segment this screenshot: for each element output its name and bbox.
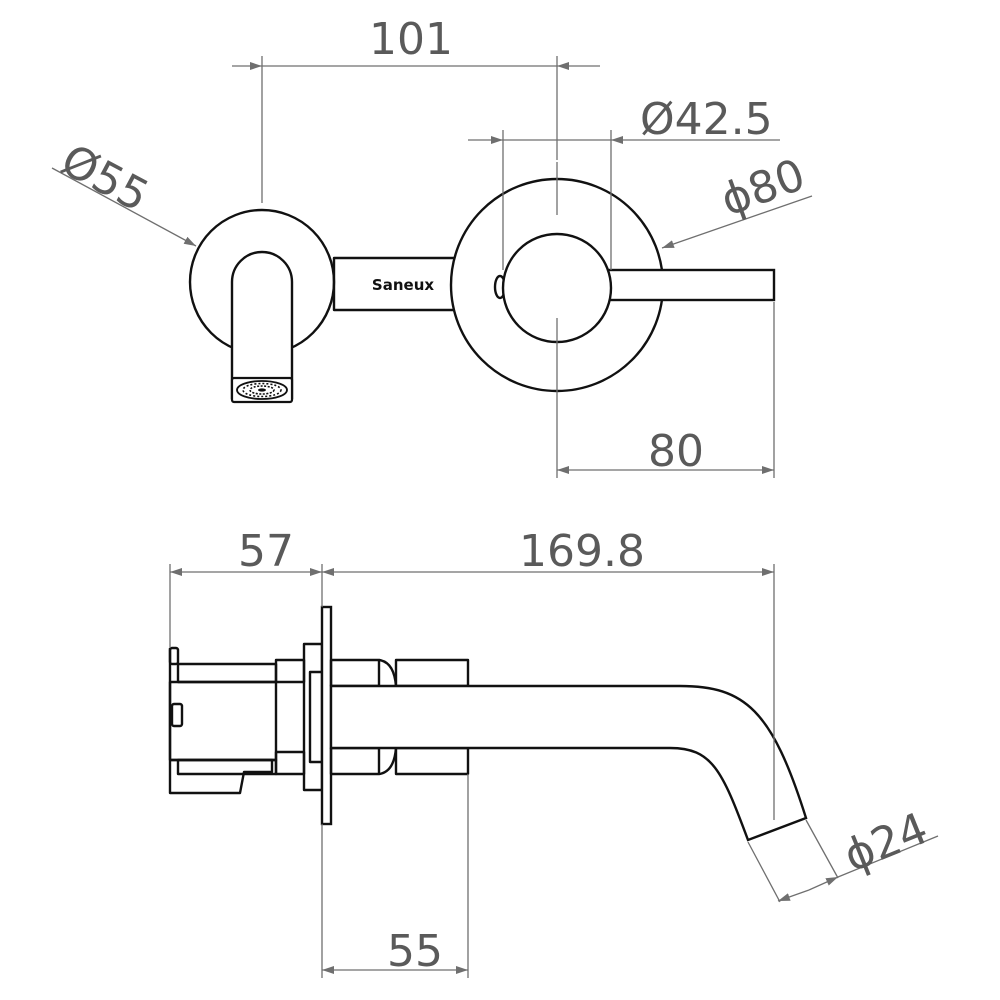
aerator-icon [230,376,294,404]
dim-label-lever-reach: 80 [648,426,704,477]
dim-label-101: 101 [369,14,453,65]
valve-body-side [168,648,274,795]
side-view: 57 169.8 55 ɸ24 [168,526,939,978]
dim-label-spout-projection: 169.8 [519,526,645,577]
dim-label-plate-to-collar: 55 [387,926,443,977]
wall-plate [320,605,333,826]
dim-label-valve-rosette-diameter: ɸ80 [714,149,811,226]
front-view: Saneux 101 Ø42.5 Ø55 ɸ80 [51,14,813,478]
spout-pipe-side [329,684,808,842]
dim-label-spout-outlet-diameter: ɸ24 [837,803,935,882]
dim-label-spout-rosette-diameter: Ø55 [53,135,157,223]
brand-label: Saneux [372,276,434,294]
dim-label-handle-diameter: Ø42.5 [640,94,773,145]
spout-body-front [230,250,294,400]
dim-label-valve-depth: 57 [238,526,294,577]
